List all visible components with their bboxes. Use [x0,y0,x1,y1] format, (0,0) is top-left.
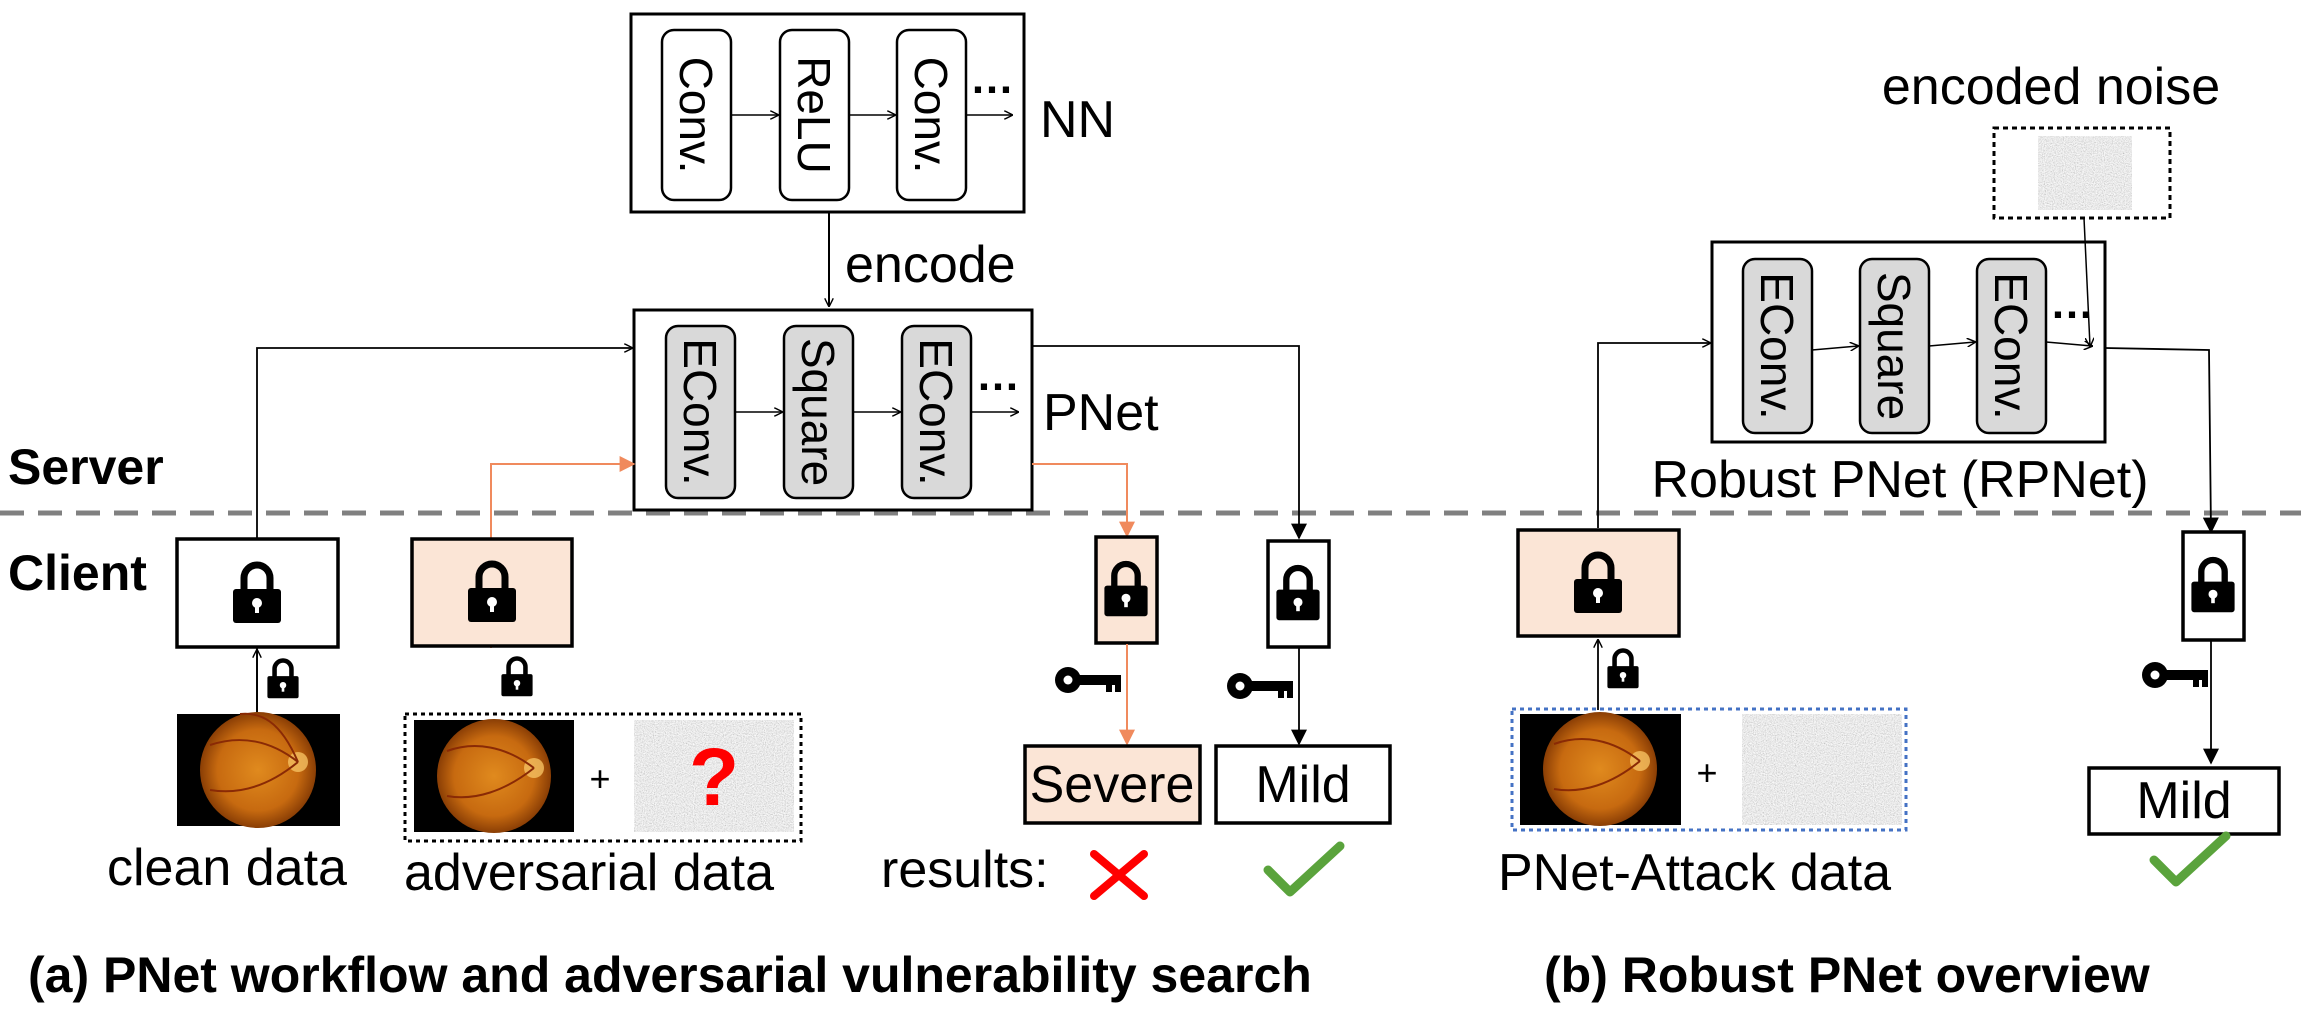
nn-block: Conv. ReLU Conv. … NN [629,12,1115,214]
question-icon: ? [689,732,739,823]
noise-image [2038,136,2132,210]
check-icon [1263,841,1345,897]
check-icon [2149,831,2231,887]
plus-sign: + [589,758,610,799]
lock-icon [267,661,298,699]
fundus-image [1520,712,1681,826]
nn-layer-2-label: ReLU [788,56,840,174]
noise-image [634,720,794,832]
encode-label: encode [845,236,1016,294]
severe-output-arrow [1032,463,1135,538]
severe-result-box [1023,744,1202,825]
mild-result-label-b: Mild [2136,772,2231,830]
rpnet-layer-3-label: EConv. [1985,272,2037,419]
nn-label: NN [1040,91,1115,149]
results-label: results: [881,841,1049,899]
rpnet-layer-3 [1975,257,2048,435]
noise-image [1742,714,1902,825]
pnet-block: EConv. Square EConv. … PNet [632,308,1159,512]
pnet-label: PNet [1043,384,1159,442]
nn-layer-1-label: Conv. [670,57,722,174]
clean-data-arrow [256,348,632,716]
rpnet-output-arrow [2104,347,2219,534]
adversarial-encrypted-box [410,537,574,648]
nn-ellipsis: … [970,54,1014,103]
rpnet-label: Robust PNet (RPNet) [1651,451,2148,509]
pnet-attack-data-group [1510,707,1908,832]
pnet-attack-data-label: PNet-Attack data [1498,844,1891,902]
adversarial-data-label: adversarial data [404,844,774,902]
caption-b: (b) Robust PNet overview [1544,947,2150,1003]
pnet-layer-2-label: Square [792,338,844,486]
adversarial-data-group [403,712,803,843]
key-icon [2142,662,2208,688]
fundus-image [414,719,574,833]
mild-result-box-a [1214,744,1392,825]
key-icon [1055,667,1121,693]
clean-data-label: clean data [107,839,347,897]
lock-icon [501,659,532,697]
fundus-image [177,712,340,828]
plus-sign: + [1696,752,1717,793]
noise-arrow [2083,217,2090,346]
caption-a: (a) PNet workflow and adversarial vulner… [28,947,1312,1003]
nn-layer-3-label: Conv. [905,57,957,174]
pnet-layer-1-label: EConv. [674,338,726,485]
mild-output-arrow [1032,345,1307,540]
server-label: Server [8,439,164,495]
key-icon [1227,673,1293,699]
lock-icon [1607,651,1638,689]
encoded-noise-label: encoded noise [1882,58,2220,116]
mild-result-label-a: Mild [1255,756,1350,814]
severe-result-label: Severe [1030,756,1195,814]
mild-result-box-b [2087,766,2281,836]
client-label: Client [8,545,147,601]
rpnet-block: EConv. Square EConv. … [1710,240,2107,444]
pnet-layer-3-label: EConv. [910,338,962,485]
pnet-attack-arrow [1597,343,1710,528]
pnet-ellipsis: … [976,351,1020,400]
cross-icon [1090,850,1148,900]
rpnet-layer-1 [1741,257,1814,435]
rpnet-layer-2-label: Square [1868,272,1920,420]
rpnet-layer-1-label: EConv. [1751,272,1803,419]
